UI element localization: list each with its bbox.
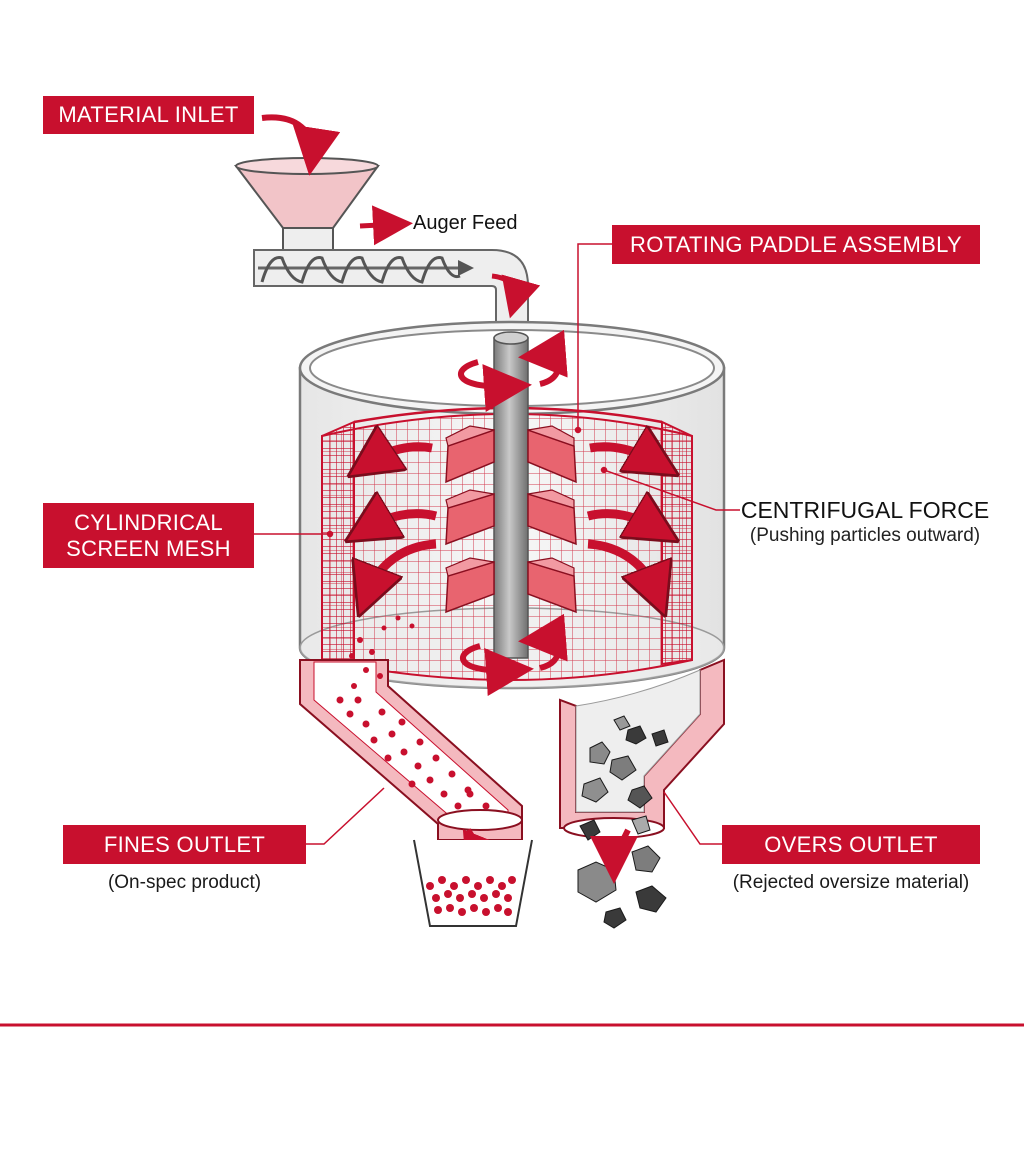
material-inlet-label: MATERIAL INLET bbox=[43, 96, 254, 134]
cylindrical-screen-mesh-label: CYLINDRICAL SCREEN MESH bbox=[43, 503, 254, 568]
centrifugal-force-label: CENTRIFUGAL FORCE bbox=[740, 497, 990, 523]
cylindrical-screen-mesh-line2: SCREEN MESH bbox=[66, 535, 231, 561]
rotation-arrow-bottom bbox=[460, 613, 568, 696]
fines-outlet-sublabel: (On-spec product) bbox=[107, 872, 262, 893]
fines-outlet-label: FINES OUTLET bbox=[63, 825, 306, 864]
cylindrical-screen-mesh-line1: CYLINDRICAL bbox=[74, 509, 223, 535]
fine-particles bbox=[336, 615, 490, 810]
auger-conveyor bbox=[253, 249, 529, 327]
rotation-arrow-top bbox=[458, 329, 568, 412]
paddle-set bbox=[445, 428, 577, 614]
overs-outlet-label: OVERS OUTLET bbox=[722, 825, 980, 864]
auger-feed-label: Auger Feed bbox=[413, 212, 518, 234]
rotating-shaft bbox=[493, 331, 529, 659]
inlet-arrow bbox=[261, 114, 341, 176]
centrifugal-force-arrows bbox=[368, 447, 656, 592]
fines-collection-bin bbox=[413, 839, 533, 927]
auger-feed-arrow bbox=[359, 205, 413, 246]
leader-lines bbox=[254, 243, 740, 845]
drop-arrow bbox=[491, 273, 541, 319]
paddle-tops bbox=[445, 425, 575, 577]
overs-outlet-sublabel: (Rejected oversize material) bbox=[732, 872, 970, 893]
overs-drop-arrow bbox=[590, 828, 639, 884]
material-hopper bbox=[233, 157, 380, 251]
rotating-paddle-assembly-label: ROTATING PADDLE ASSEMBLY bbox=[612, 225, 980, 264]
centrifugal-force-sublabel: (Pushing particles outward) bbox=[749, 525, 981, 546]
fines-chute bbox=[299, 659, 523, 841]
